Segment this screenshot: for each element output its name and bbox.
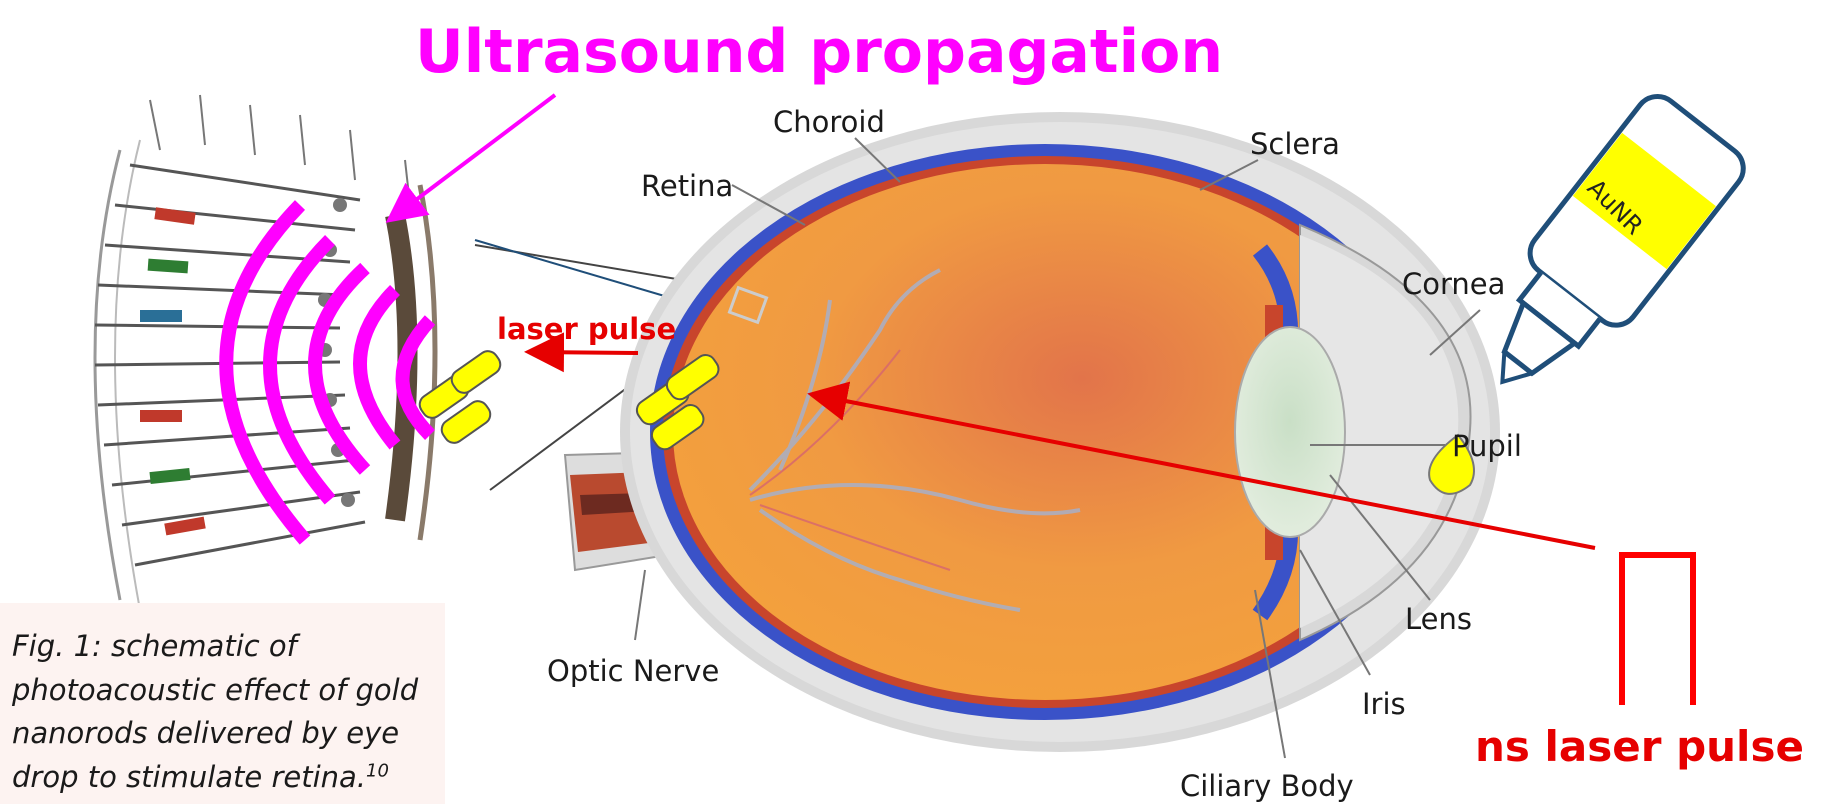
label-lens: Lens <box>1405 605 1472 634</box>
label-pupil: Pupil <box>1452 432 1522 461</box>
title-ultrasound-propagation: Ultrasound propagation <box>415 22 1223 82</box>
eye-globe <box>620 112 1500 752</box>
label-cornea: Cornea <box>1402 270 1505 299</box>
label-laser-pulse: laser pulse <box>497 315 676 344</box>
laser-pulse-arrow <box>532 352 638 353</box>
label-ns-laser-pulse: ns laser pulse <box>1475 726 1804 768</box>
figure-caption: Fig. 1: schematic of photoacoustic effec… <box>12 625 442 799</box>
figure-caption-box: Fig. 1: schematic of photoacoustic effec… <box>0 603 445 804</box>
zoom-arrow <box>475 240 695 305</box>
label-ciliary-body: Ciliary Body <box>1180 772 1354 801</box>
label-optic-nerve: Optic Nerve <box>547 657 719 686</box>
label-retina: Retina <box>641 172 733 201</box>
caption-text: Fig. 1: schematic of photoacoustic effec… <box>12 629 418 794</box>
label-sclera: Sclera <box>1250 130 1340 159</box>
ultrasound-arrow <box>392 95 555 218</box>
pulse-waveform <box>1622 555 1693 705</box>
caption-reference: 10 <box>366 760 389 781</box>
label-iris: Iris <box>1362 690 1406 719</box>
aunr-bottle <box>1454 88 1753 421</box>
label-choroid: Choroid <box>773 108 885 137</box>
